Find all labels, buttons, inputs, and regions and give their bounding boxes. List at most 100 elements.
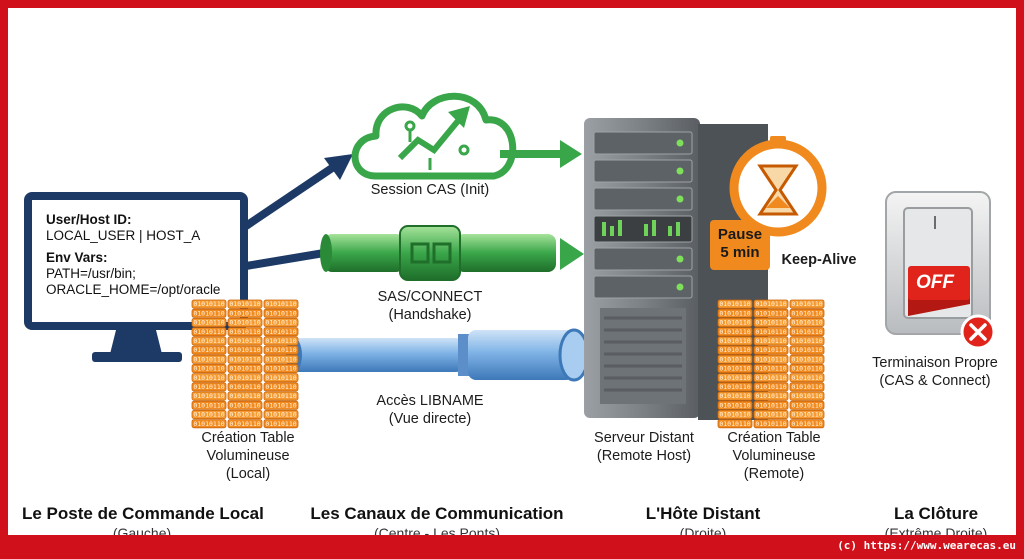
disk-slab-bits: 01010110 — [265, 355, 296, 363]
monitor-screen-text: User/Host ID: LOCAL_USER | HOST_A Env Va… — [46, 212, 246, 298]
navy-arrow-up — [243, 154, 353, 230]
local-table-line3: (Local) — [225, 466, 271, 482]
disk-slab-bits: 01010110 — [229, 319, 260, 327]
server-racks — [593, 131, 693, 299]
disk-slab — [717, 409, 753, 419]
disk-slab-bits: 01010110 — [229, 328, 260, 336]
disk-slab — [191, 336, 227, 346]
disk-slab-bits: 01010110 — [229, 365, 260, 373]
section-close-title: La Clôture — [893, 504, 979, 523]
disk-slab — [263, 317, 299, 327]
disk-slab — [753, 336, 789, 346]
server-line2: (Remote Host) — [596, 448, 692, 464]
disk-slab — [263, 419, 299, 429]
disk-slab — [227, 345, 263, 355]
section-local: Le Poste de Commande Local (Gauche) — [22, 504, 264, 535]
local-table-line2: Volumineuse — [206, 448, 290, 464]
section-remote-sub: (Droite) — [679, 525, 727, 535]
disk-slab — [191, 409, 227, 419]
disk-slab — [227, 299, 263, 309]
disk-slab — [753, 354, 789, 364]
disk-slab — [191, 382, 227, 392]
disk-slab-bits: 01010110 — [229, 355, 260, 363]
blue-pipe-icon — [286, 328, 590, 382]
disk-slab — [717, 400, 753, 410]
cloud-icon — [351, 92, 517, 180]
monitor-icon — [24, 192, 248, 362]
disk-slab — [191, 299, 227, 309]
disk-slab-bits: 01010110 — [229, 374, 260, 382]
disk-stack-remote: 0101011001010110010101100101011001010110… — [717, 299, 825, 429]
disk-slab-bits: 01010110 — [791, 374, 822, 382]
disk-slab-bits: 01010110 — [791, 328, 822, 336]
disk-slab-bits: 01010110 — [791, 420, 822, 428]
disk-slab — [789, 327, 825, 337]
disk-slab-bits: 01010110 — [193, 346, 224, 354]
server-label: Serveur Distant (Remote Host) — [574, 429, 714, 465]
disk-slab-bits: 01010110 — [265, 328, 296, 336]
disk-slab-bits: 01010110 — [193, 328, 224, 336]
disk-slab-bits: 01010110 — [755, 411, 786, 419]
disk-slab — [717, 317, 753, 327]
disk-slab — [191, 373, 227, 383]
server-icon — [584, 118, 768, 420]
section-close: La Clôture (Extrême Droite) — [860, 504, 1012, 535]
disk-slab — [717, 327, 753, 337]
disk-stack-local: 0101011001010110010101100101011001010110… — [191, 299, 299, 429]
local-table-line1: Création Table — [201, 430, 295, 446]
pause-text: Pause 5 min — [710, 226, 770, 262]
disk-slab — [191, 317, 227, 327]
disk-slab — [789, 419, 825, 429]
user-host-value: LOCAL_USER | HOST_A — [46, 228, 201, 243]
remote-table-line2: Volumineuse — [732, 448, 816, 464]
disk-slab — [717, 419, 753, 429]
disk-slab — [191, 345, 227, 355]
disk-slab — [789, 391, 825, 401]
disk-slab-bits: 01010110 — [265, 309, 296, 317]
disk-slab — [191, 391, 227, 401]
disk-slab — [191, 308, 227, 318]
disk-slab-bits: 01010110 — [755, 319, 786, 327]
disk-slab-bits: 01010110 — [193, 300, 224, 308]
disk-slab-bits: 01010110 — [719, 300, 750, 308]
disk-slab — [753, 409, 789, 419]
disk-slab — [227, 336, 263, 346]
disk-slab — [753, 299, 789, 309]
section-remote: L'Hôte Distant (Droite) — [618, 504, 788, 535]
green-arrow-cloud — [500, 140, 582, 168]
disk-slab-bits: 01010110 — [791, 411, 822, 419]
disk-slab-bits: 01010110 — [719, 309, 750, 317]
disk-slab — [191, 419, 227, 429]
disk-slab — [789, 382, 825, 392]
footer-credit: (c) https://www.wearecas.eu — [837, 539, 1016, 552]
disk-slab-bits: 01010110 — [265, 392, 296, 400]
disk-slab — [263, 336, 299, 346]
disk-slab-bits: 01010110 — [719, 420, 750, 428]
disk-slab — [717, 382, 753, 392]
disk-slab-bits: 01010110 — [265, 420, 296, 428]
diagram-graphics: 0101011001010110010101100101011001010110… — [24, 92, 996, 429]
disk-slab-bits: 01010110 — [791, 346, 822, 354]
disk-slab — [191, 400, 227, 410]
disk-slab-bits: 01010110 — [755, 337, 786, 345]
disk-slab-bits: 01010110 — [229, 401, 260, 409]
disk-slab-bits: 01010110 — [791, 309, 822, 317]
disk-slab — [227, 373, 263, 383]
keepalive-label: Keep-Alive — [781, 252, 857, 268]
disk-slab — [753, 391, 789, 401]
section-channels-title: Les Canaux de Communication — [310, 504, 564, 523]
server-line1: Serveur Distant — [594, 430, 694, 446]
green-pipe-icon — [320, 225, 584, 281]
disk-slab-bits: 01010110 — [229, 300, 260, 308]
disk-slab — [789, 363, 825, 373]
section-channels-sub: (Centre - Les Ponts) — [373, 525, 501, 535]
section-remote-title: L'Hôte Distant — [645, 504, 761, 523]
stopwatch-icon — [729, 136, 827, 237]
disk-slab-bits: 01010110 — [193, 411, 224, 419]
disk-slab — [263, 327, 299, 337]
disk-slab — [263, 354, 299, 364]
section-local-title: Le Poste de Commande Local — [22, 504, 264, 523]
disk-slab — [789, 409, 825, 419]
section-local-sub: (Gauche) — [112, 525, 172, 535]
section-close-sub: (Extrême Droite) — [884, 525, 988, 535]
